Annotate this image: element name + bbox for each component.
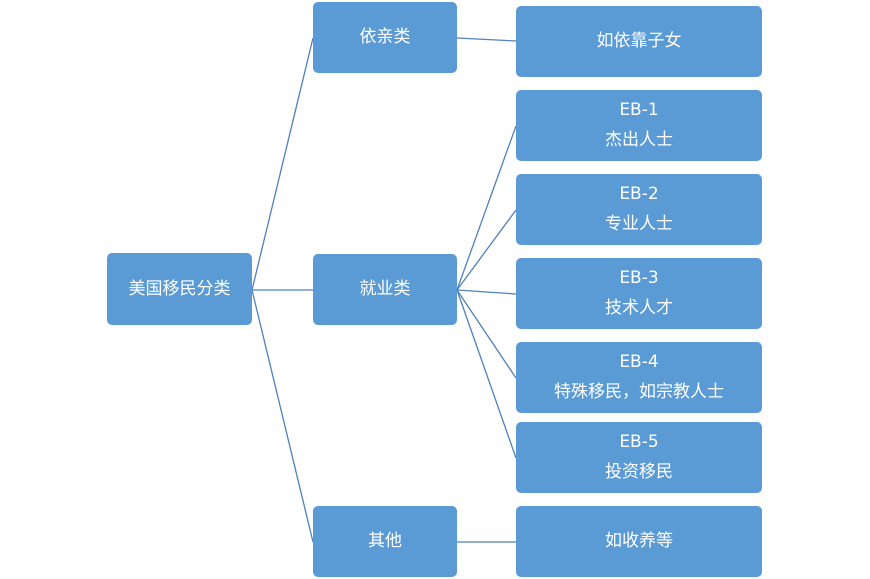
leaf-node-eb3-desc: 技术人才 [605, 297, 673, 318]
connector-root-to-other [251, 289, 314, 543]
leaf-node-eb4: EB-4 特殊移民，如宗教人士 [516, 342, 762, 413]
leaf-node-eb2-desc: 专业人士 [605, 213, 673, 234]
root-node: 美国移民分类 [107, 253, 252, 325]
category-node-other-label: 其他 [368, 531, 402, 551]
leaf-node-eb2: EB-2 专业人士 [516, 174, 762, 245]
connector-employment-to-eb1 [456, 125, 517, 291]
leaf-node-eb1-code: EB-1 [619, 100, 659, 121]
connector-family-to-leaf [456, 37, 517, 42]
leaf-node-eb5: EB-5 投资移民 [516, 422, 762, 493]
leaf-node-other: 如收养等 [516, 506, 762, 577]
leaf-node-family-label: 如依靠子女 [596, 31, 682, 51]
category-node-employment: 就业类 [313, 254, 457, 325]
connector-employment-to-eb4 [456, 289, 517, 379]
leaf-node-eb5-code: EB-5 [619, 432, 659, 453]
leaf-node-eb2-code: EB-2 [619, 184, 659, 205]
leaf-node-other-label: 如收养等 [605, 531, 673, 551]
leaf-node-eb1-desc: 杰出人士 [605, 129, 673, 150]
category-node-family: 依亲类 [313, 2, 457, 73]
root-node-label: 美国移民分类 [128, 278, 231, 299]
leaf-node-eb4-code: EB-4 [619, 352, 659, 373]
leaf-node-eb1: EB-1 杰出人士 [516, 90, 762, 161]
category-node-family-label: 依亲类 [359, 27, 411, 47]
connector-root-to-family [251, 37, 314, 291]
leaf-node-eb5-desc: 投资移民 [605, 461, 673, 482]
leaf-node-eb3-code: EB-3 [619, 268, 659, 289]
connector-employment-to-eb5 [456, 289, 517, 459]
leaf-node-family: 如依靠子女 [516, 6, 762, 77]
leaf-node-eb4-desc: 特殊移民，如宗教人士 [554, 381, 724, 402]
category-node-employment-label: 就业类 [359, 279, 411, 299]
leaf-node-eb3: EB-3 技术人才 [516, 258, 762, 329]
connector-employment-to-eb3 [456, 289, 517, 295]
category-node-other: 其他 [313, 506, 457, 577]
connector-employment-to-eb2 [456, 209, 517, 291]
